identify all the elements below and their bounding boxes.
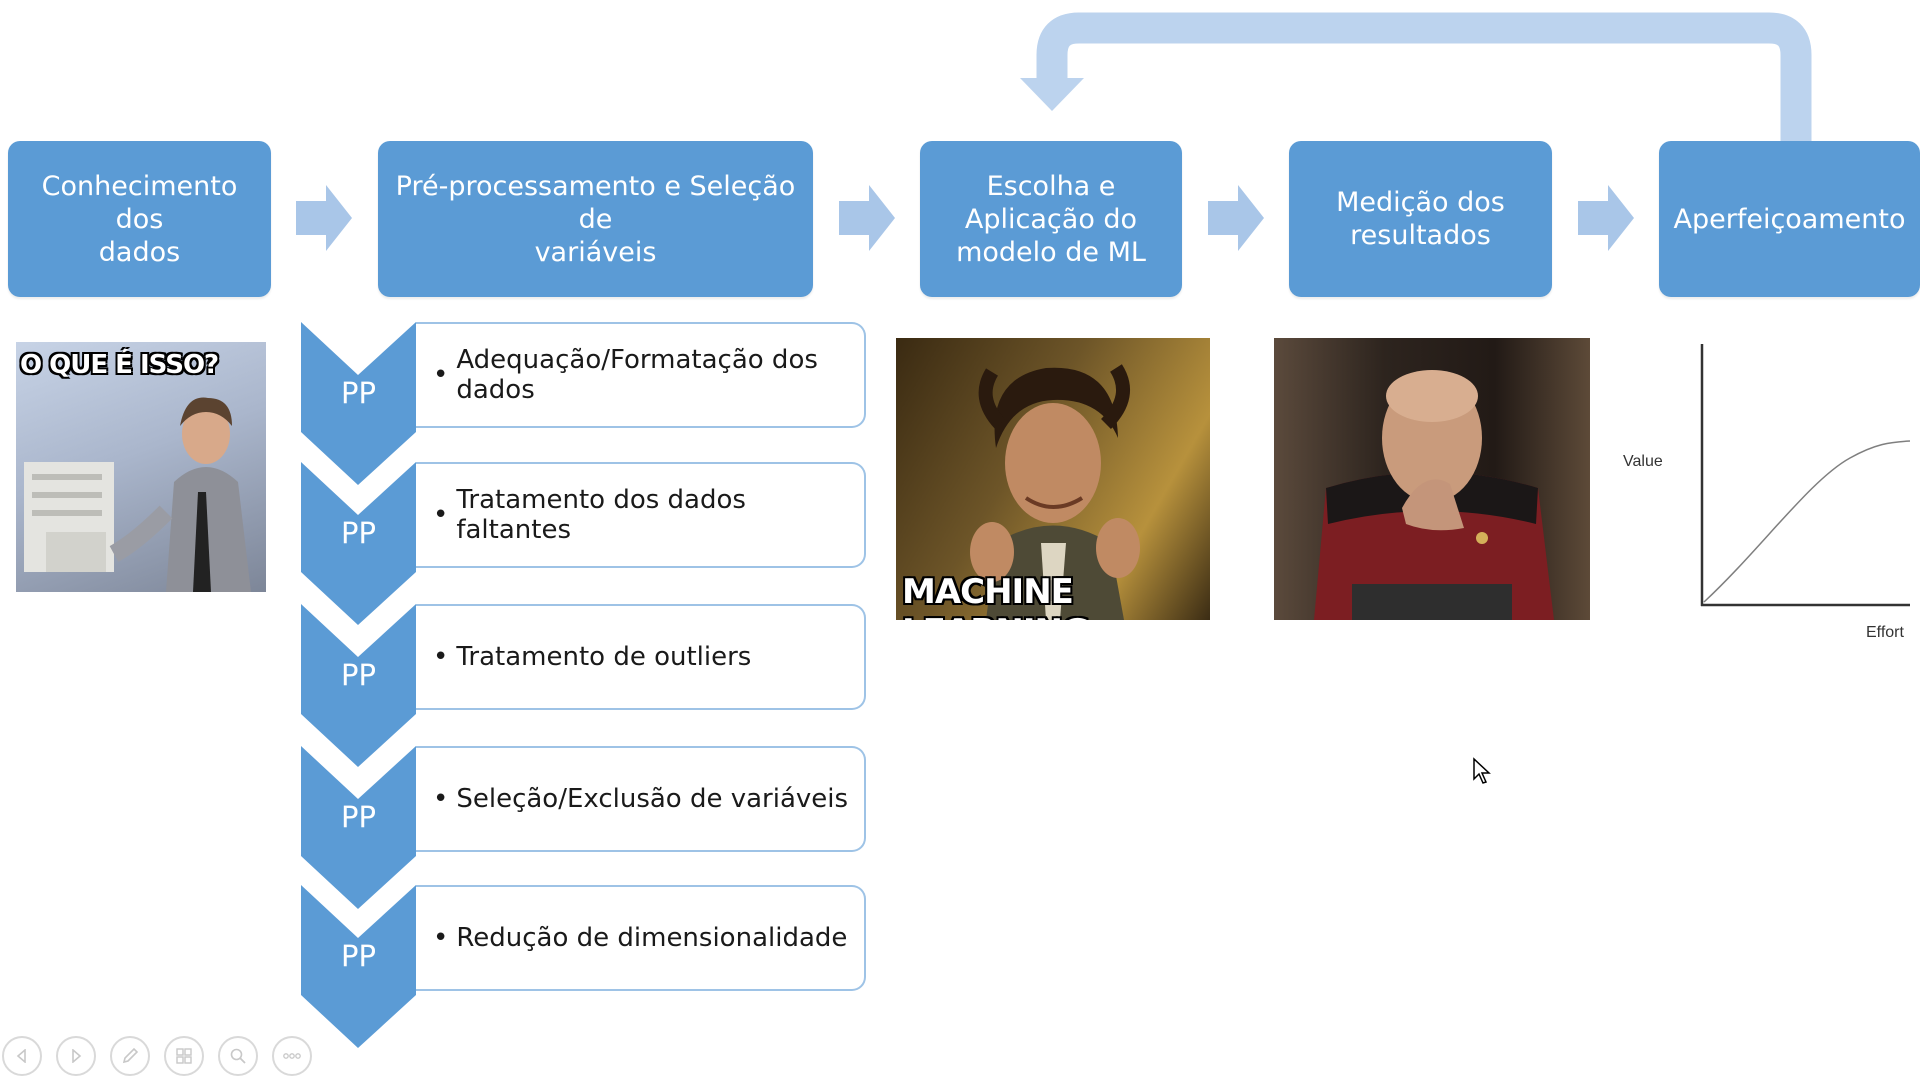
step-label: Aperfeiçoamento (1673, 203, 1906, 235)
previous-icon (16, 1049, 26, 1063)
pp-text-box: • Tratamento de outliers (416, 604, 866, 710)
step-pre-processamento: Pré-processamento e Seleção de variáveis (378, 141, 813, 297)
flow-arrow (1208, 185, 1264, 251)
pp-item: PP • Tratamento dos dados faltantes (301, 462, 867, 625)
pp-item: PP • Tratamento de outliers (301, 604, 867, 767)
step-aperfeicoamento: Aperfeiçoamento (1659, 141, 1920, 297)
pp-chevron (301, 604, 416, 767)
previous-button[interactable] (2, 1036, 42, 1076)
value-effort-graph (1700, 344, 1911, 607)
bullet-icon: • (433, 642, 449, 672)
flow-arrow (296, 185, 352, 251)
bullet-icon: • (433, 784, 449, 814)
meme-illustration (24, 397, 251, 592)
more-icon (283, 1053, 301, 1059)
pp-chevron (301, 885, 416, 1048)
pp-item-text: Seleção/Exclusão de variáveis (456, 784, 849, 814)
flow-arrow (1578, 185, 1634, 251)
bullet-icon: • (433, 923, 449, 953)
zoom-button[interactable] (218, 1036, 258, 1076)
zoolander-meme-image: O QUE É ISSO? (16, 342, 266, 592)
pp-text-box: • Redução de dimensionalidade (416, 885, 866, 991)
pp-tag: PP (341, 939, 376, 973)
pp-text-box: • Seleção/Exclusão de variáveis (416, 746, 866, 852)
pp-tag: PP (341, 516, 376, 550)
step-conhecimento-dos-dados: Conhecimento dos dados (8, 141, 271, 297)
meme-caption: O QUE É ISSO? (20, 350, 219, 380)
graph-y-label: Value (1623, 453, 1663, 470)
pp-tag: PP (341, 376, 376, 410)
meme-caption: MACHINE LEARNING (902, 572, 1090, 620)
step-label: Escolha e Aplicação do modelo de ML (956, 170, 1146, 268)
slides-icon (176, 1048, 192, 1064)
pp-item-text: Redução de dimensionalidade (456, 923, 848, 953)
bullet-icon: • (433, 500, 449, 530)
graph-curve (1703, 440, 1911, 603)
pp-chevron (301, 322, 416, 485)
more-options-button[interactable] (272, 1036, 312, 1076)
meme-illustration (1314, 370, 1554, 620)
step-medicao-resultados: Medição dos resultados (1289, 141, 1552, 297)
step-escolha-modelo: Escolha e Aplicação do modelo de ML (920, 141, 1182, 297)
pp-tag: PP (341, 658, 376, 692)
picard-meme-image (1274, 338, 1590, 620)
slides-button[interactable] (164, 1036, 204, 1076)
pp-item: PP • Redução de dimensionalidade (301, 885, 867, 1048)
pp-item: PP • Adequação/Formatação dos dados (301, 322, 867, 485)
next-button[interactable] (56, 1036, 96, 1076)
pen-icon (122, 1047, 139, 1064)
pp-text-box: • Adequação/Formatação dos dados (416, 322, 866, 428)
pp-chevron (301, 746, 416, 909)
zoom-icon (230, 1048, 246, 1064)
pp-item-text: Tratamento de outliers (456, 642, 752, 672)
next-icon (72, 1049, 82, 1063)
step-label: Medição dos resultados (1336, 187, 1505, 251)
step-label: Conhecimento dos dados (41, 170, 238, 268)
bullet-icon: • (433, 360, 449, 390)
ancient-aliens-meme-image: MACHINE LEARNING (896, 338, 1210, 620)
pp-item-text: Tratamento dos dados faltantes (456, 485, 746, 545)
pen-button[interactable] (110, 1036, 150, 1076)
pp-chevron (301, 462, 416, 625)
cursor-icon (1473, 757, 1491, 784)
pp-tag: PP (341, 800, 376, 834)
flow-arrow (839, 185, 895, 251)
pp-text-box: • Tratamento dos dados faltantes (416, 462, 866, 568)
graph-x-label: Effort (1866, 624, 1904, 641)
pp-item: PP • Seleção/Exclusão de variáveis (301, 746, 867, 909)
pp-item-text: Adequação/Formatação dos dados (456, 345, 818, 405)
step-label: Pré-processamento e Seleção de variáveis (395, 170, 796, 268)
meme-illustration (970, 364, 1140, 620)
